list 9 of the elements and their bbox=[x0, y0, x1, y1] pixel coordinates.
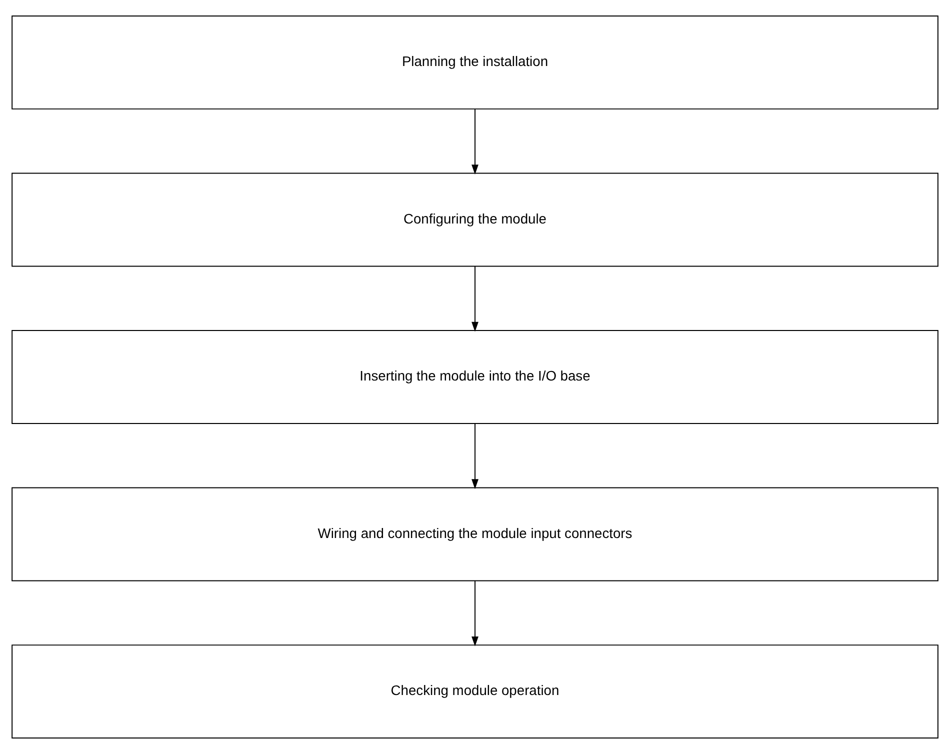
node-box: Planning the installation bbox=[12, 14, 938, 109]
node-box: Configuring the module bbox=[12, 172, 938, 266]
node-box: Inserting the module into the I/O base bbox=[12, 330, 938, 424]
arrow bbox=[472, 580, 478, 646]
arrow bbox=[472, 265, 478, 332]
arrow bbox=[472, 422, 478, 489]
arrow bbox=[472, 108, 478, 174]
node-box: Wiring and connecting the module input connectors bbox=[12, 486, 938, 581]
node-box: Checking module operation bbox=[12, 644, 938, 738]
